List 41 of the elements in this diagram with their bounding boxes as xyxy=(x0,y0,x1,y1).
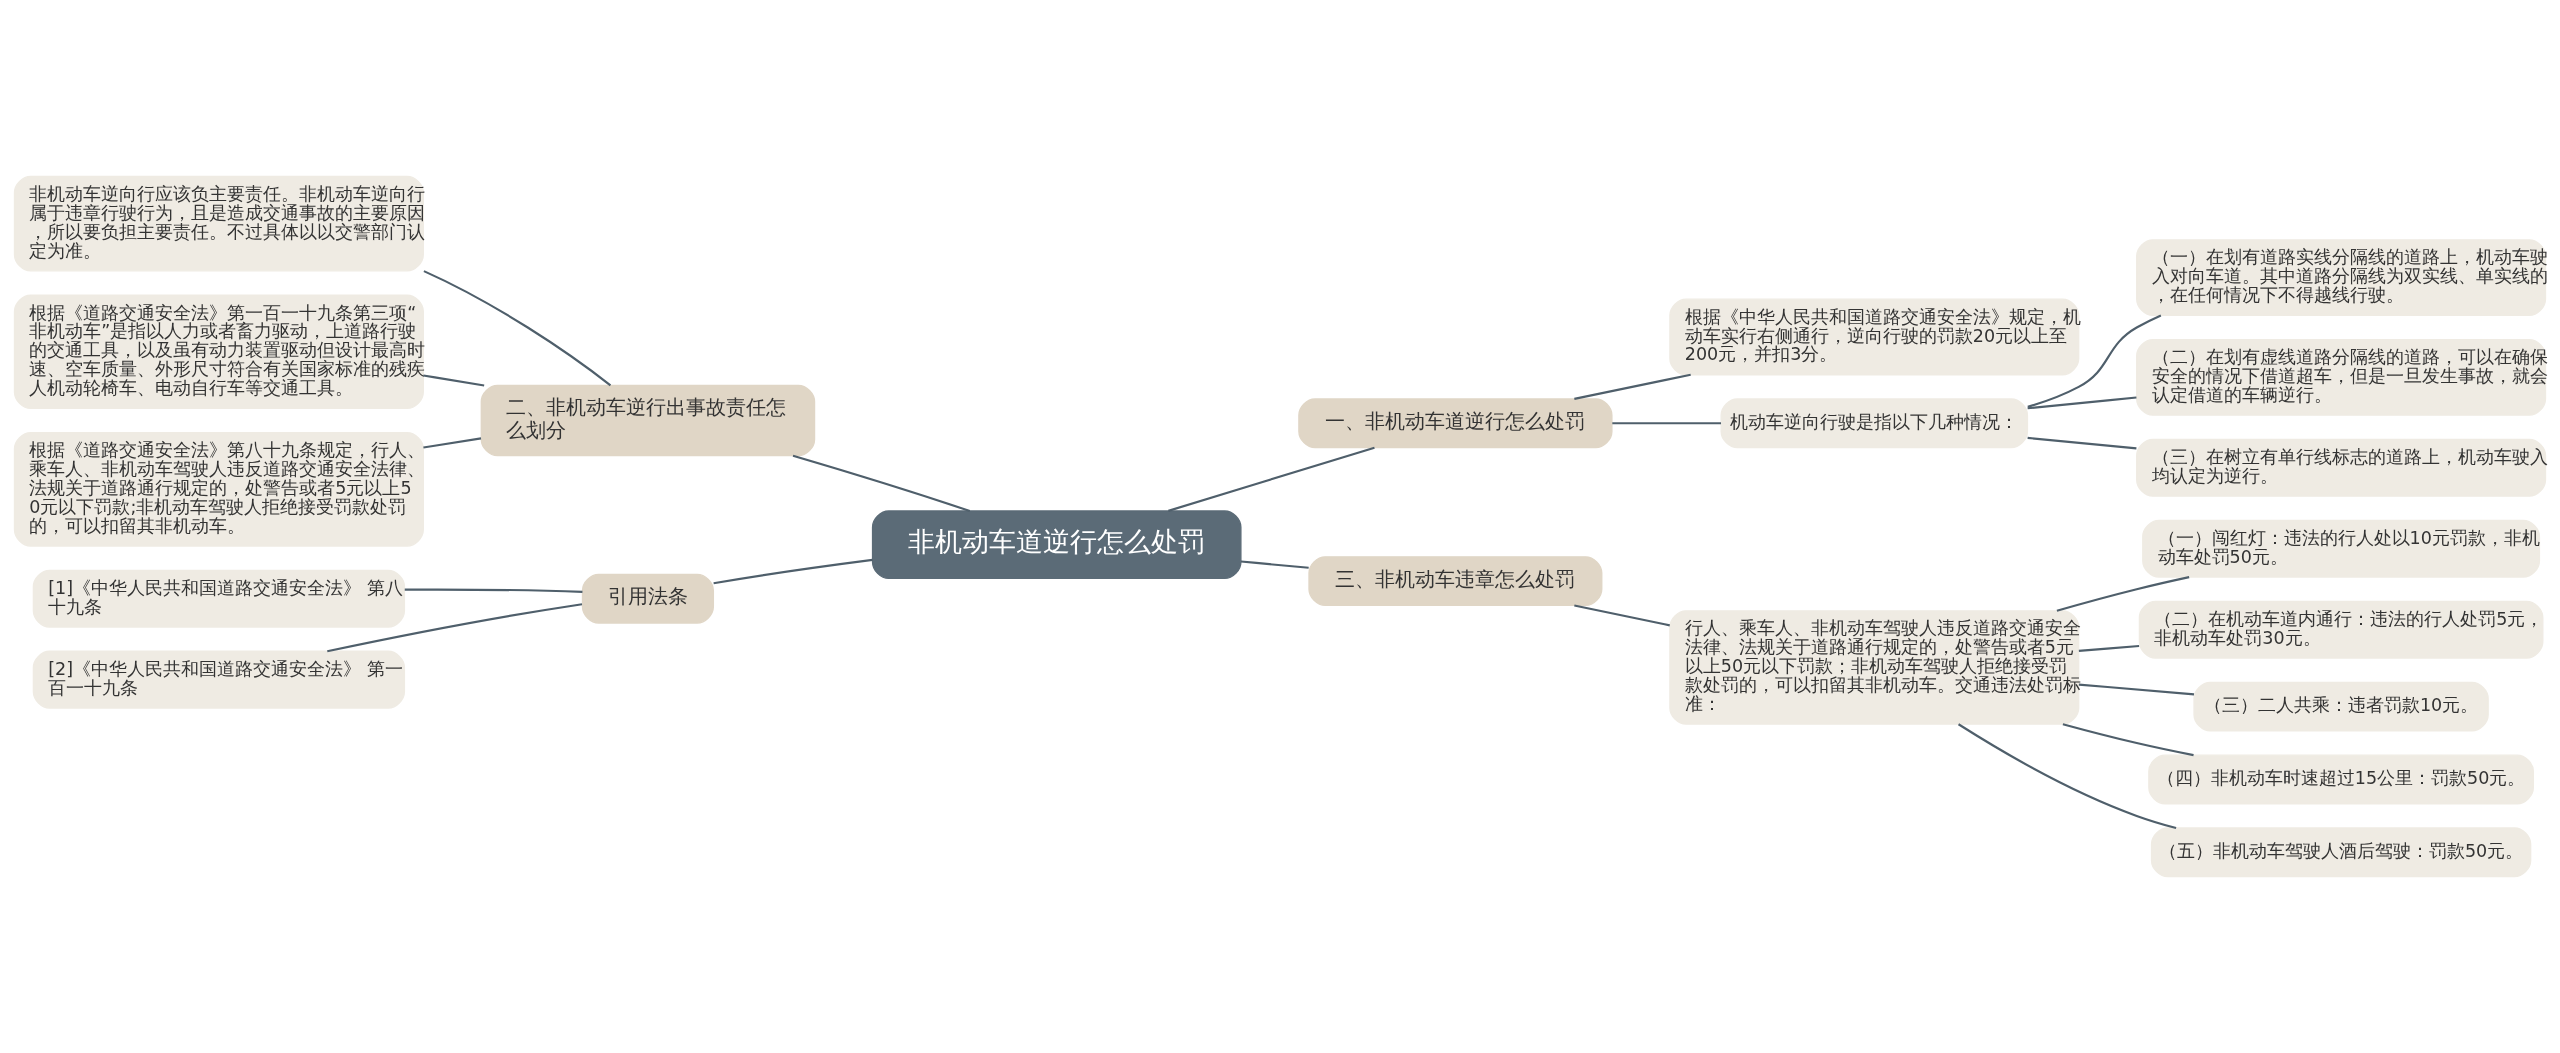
node-box: 二、非机动车逆行出事故责任怎么划分 xyxy=(480,384,816,457)
connector xyxy=(1957,723,2177,830)
connector xyxy=(1168,446,1375,512)
node-box: （三）在树立有单行线标志的道路上，机动车驶入均认定为逆行。 xyxy=(2136,438,2547,497)
node-box: （四）非机动车时速超过15公里：罚款50元。 xyxy=(2148,754,2535,805)
node-box: （二）在划有虚线道路分隔线的道路，可以在确保安全的情况下借道超车，但是一旦发生事故，就会认定借道的车辆逆行。 xyxy=(2136,338,2547,416)
connector xyxy=(2027,436,2137,450)
connector xyxy=(2027,396,2137,410)
connector xyxy=(713,558,873,585)
node-box: （五）非机动车驾驶人酒后驾驶：罚款50元。 xyxy=(2150,827,2532,878)
node-box: 非机动车道逆行怎么处罚 xyxy=(871,510,1242,580)
node-box: 三、非机动车违章怎么处罚 xyxy=(1308,556,1603,607)
node-box: （一）闯红灯：违法的行人处以10元罚款，非机动车处罚50元。 xyxy=(2142,519,2541,578)
node-box: [2]《中华人民共和国道路交通安全法》 第一百一十九条 xyxy=(32,650,406,709)
node-box: （一）在划有道路实线分隔线的道路上，机动车驶入对向车道。其中道路分隔线为双实线、单实线的，在任何情况下不得越线行驶。 xyxy=(2136,239,2547,317)
node-box: 引用法条 xyxy=(581,573,715,624)
connector xyxy=(404,588,583,594)
node-box: 机动车逆向行驶是指以下几种情况： xyxy=(1720,398,2029,449)
node-box: 行人、乘车人、非机动车驾驶人违反道路交通安全法律、法规关于道路通行规定的，处警告或者5元以上50元以下罚款；非机动车驾驶人拒绝接受罚款处罚的，可以扣留其非机动车。交通违法处罚标准： xyxy=(1669,610,2080,725)
connector xyxy=(1240,560,1309,569)
connector xyxy=(2078,683,2195,696)
connector xyxy=(1574,373,1691,400)
node-box: 根据《道路交通安全法》第一百一十九条第三项“非机动车”是指以人力或者畜力驱动，上道路行驶的交通工具，以及虽有动力装置驱动但设计最高时速、空车质量、外形尺寸符合有关国家标准的残疾人机动轮椅车、电动自行车等交通工具。 xyxy=(13,294,424,410)
node-box: （三）二人共乘：违者罚款10元。 xyxy=(2193,681,2489,732)
connector xyxy=(2062,723,2194,757)
connector xyxy=(2027,314,2162,408)
node-box: 一、非机动车道逆行怎么处罚 xyxy=(1298,398,1613,449)
connector xyxy=(423,374,485,387)
node-box: 根据《道路交通安全法》第八十九条规定，行人、乘车人、非机动车驾驶人违反道路交通安全法律、法规关于道路通行规定的，处警告或者5元以上50元以下罚款;非机动车驾驶人拒绝接受罚款处罚的，可以扣留其非机动车。 xyxy=(13,432,424,547)
connector xyxy=(327,603,583,653)
node-box: 非机动车逆向行应该负主要责任。非机动车逆向行属于违章行驶行为，且是造成交通事故的主要原因，所以要负担主要责任。不过具体以以交警部门认定为准。 xyxy=(13,175,424,272)
connector xyxy=(2056,576,2190,612)
node-box: 根据《中华人民共和国道路交通安全法》规定，机动车实行右侧通行，逆向行驶的罚款20元以上至200元，并扣3分。 xyxy=(1669,298,2080,376)
connector xyxy=(1574,604,1670,627)
connector xyxy=(2078,644,2140,653)
connector xyxy=(1612,422,1721,425)
node-box: （二）在机动车道内通行：违法的行人处罚5元，非机动车处罚30元。 xyxy=(2138,600,2544,659)
connector xyxy=(423,270,612,387)
connector xyxy=(792,454,971,512)
connector xyxy=(423,437,482,449)
node-box: [1]《中华人民共和国道路交通安全法》 第八十九条 xyxy=(32,569,406,628)
